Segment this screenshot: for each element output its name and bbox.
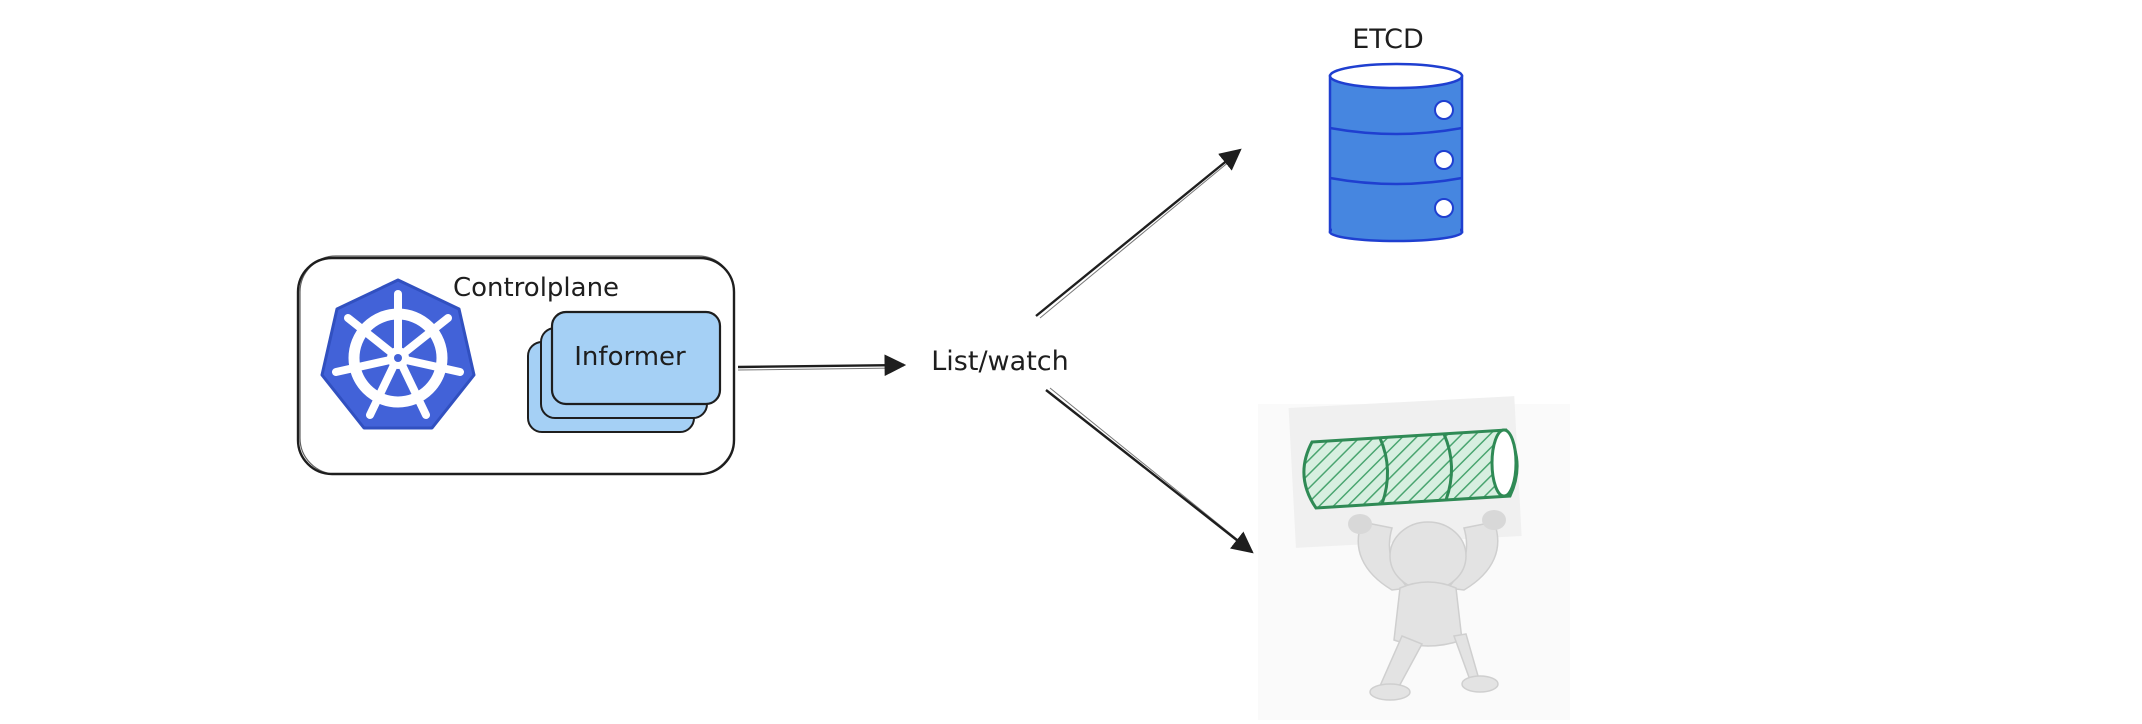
kubernetes-helm-wheel-icon [320,278,476,430]
etcd-label: ETCD [1352,24,1424,55]
person-holding-green-cylinder-icon [1258,396,1570,720]
arrow-controlplane-to-listwatch [737,354,907,377]
informer-label: Informer [574,342,686,372]
list-watch-label: List/watch [931,346,1068,377]
arrow-to-etcd [1035,148,1242,319]
arrow-to-cache [1045,387,1254,554]
database-cylinder-icon [1328,62,1464,243]
informer-stack [527,310,722,433]
controlplane-label: Controlplane [453,273,619,303]
